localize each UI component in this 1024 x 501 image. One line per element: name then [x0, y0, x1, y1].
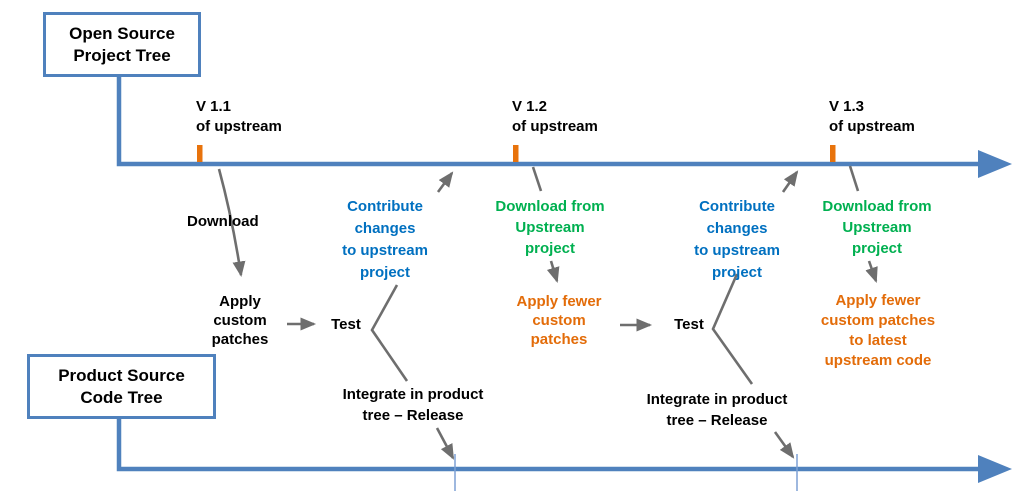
version-tick-v13: [830, 145, 836, 162]
label-integrate-release-2: Integrate in product tree – Release: [646, 391, 788, 429]
product-source-code-tree-box: Product Source Code Tree: [27, 354, 216, 419]
arrow-integrate-1: [435, 427, 455, 460]
timeline-arrowhead-icon: [978, 455, 1012, 483]
label-test-2: Test: [674, 316, 704, 333]
timeline-arrowhead-icon: [978, 150, 1012, 178]
label-contribute-changes-2: Contribute changes to upstream project: [694, 198, 780, 281]
label-download-from-upstream-1: Download from Upstream project: [495, 198, 605, 257]
label-download: Download: [187, 213, 259, 230]
test-branch-2: [711, 273, 754, 385]
arrow-integrate-2: [773, 431, 795, 459]
line-v13-download: [848, 165, 860, 192]
open-source-project-tree-box: Open Source Project Tree: [43, 12, 201, 77]
workflow-arrows: [217, 165, 878, 460]
label-apply-custom-patches: Apply custom patches: [211, 293, 269, 348]
label-contribute-changes-1: Contribute changes to upstream project: [342, 198, 428, 281]
version-label-v13: V 1.3 of upstream: [829, 98, 915, 135]
open-source-timeline: [116, 71, 1012, 178]
version-label-v12: V 1.2 of upstream: [512, 98, 598, 135]
arrow-contribute-1: [436, 171, 454, 193]
line-v12-download: [531, 166, 543, 192]
arrow-download-upstream-1: [546, 260, 560, 283]
arrow-contribute-2: [781, 170, 799, 193]
version-tick-v11: [197, 145, 203, 162]
label-download-from-upstream-2: Download from Upstream project: [822, 198, 932, 257]
label-integrate-release-1: Integrate in product tree – Release: [342, 386, 484, 424]
label-apply-fewer-latest: Apply fewer custom patches to latest ups…: [820, 292, 936, 369]
arrow-download: [217, 168, 246, 278]
version-tick-v12: [513, 145, 519, 162]
arrow-download-upstream-2: [865, 260, 878, 283]
label-test-1: Test: [331, 316, 361, 333]
label-apply-fewer-custom-patches: Apply fewer custom patches: [516, 293, 602, 348]
test-branch-1: [370, 284, 409, 382]
version-label-v11: V 1.1 of upstream: [196, 98, 282, 135]
product-timeline: [116, 413, 1012, 491]
